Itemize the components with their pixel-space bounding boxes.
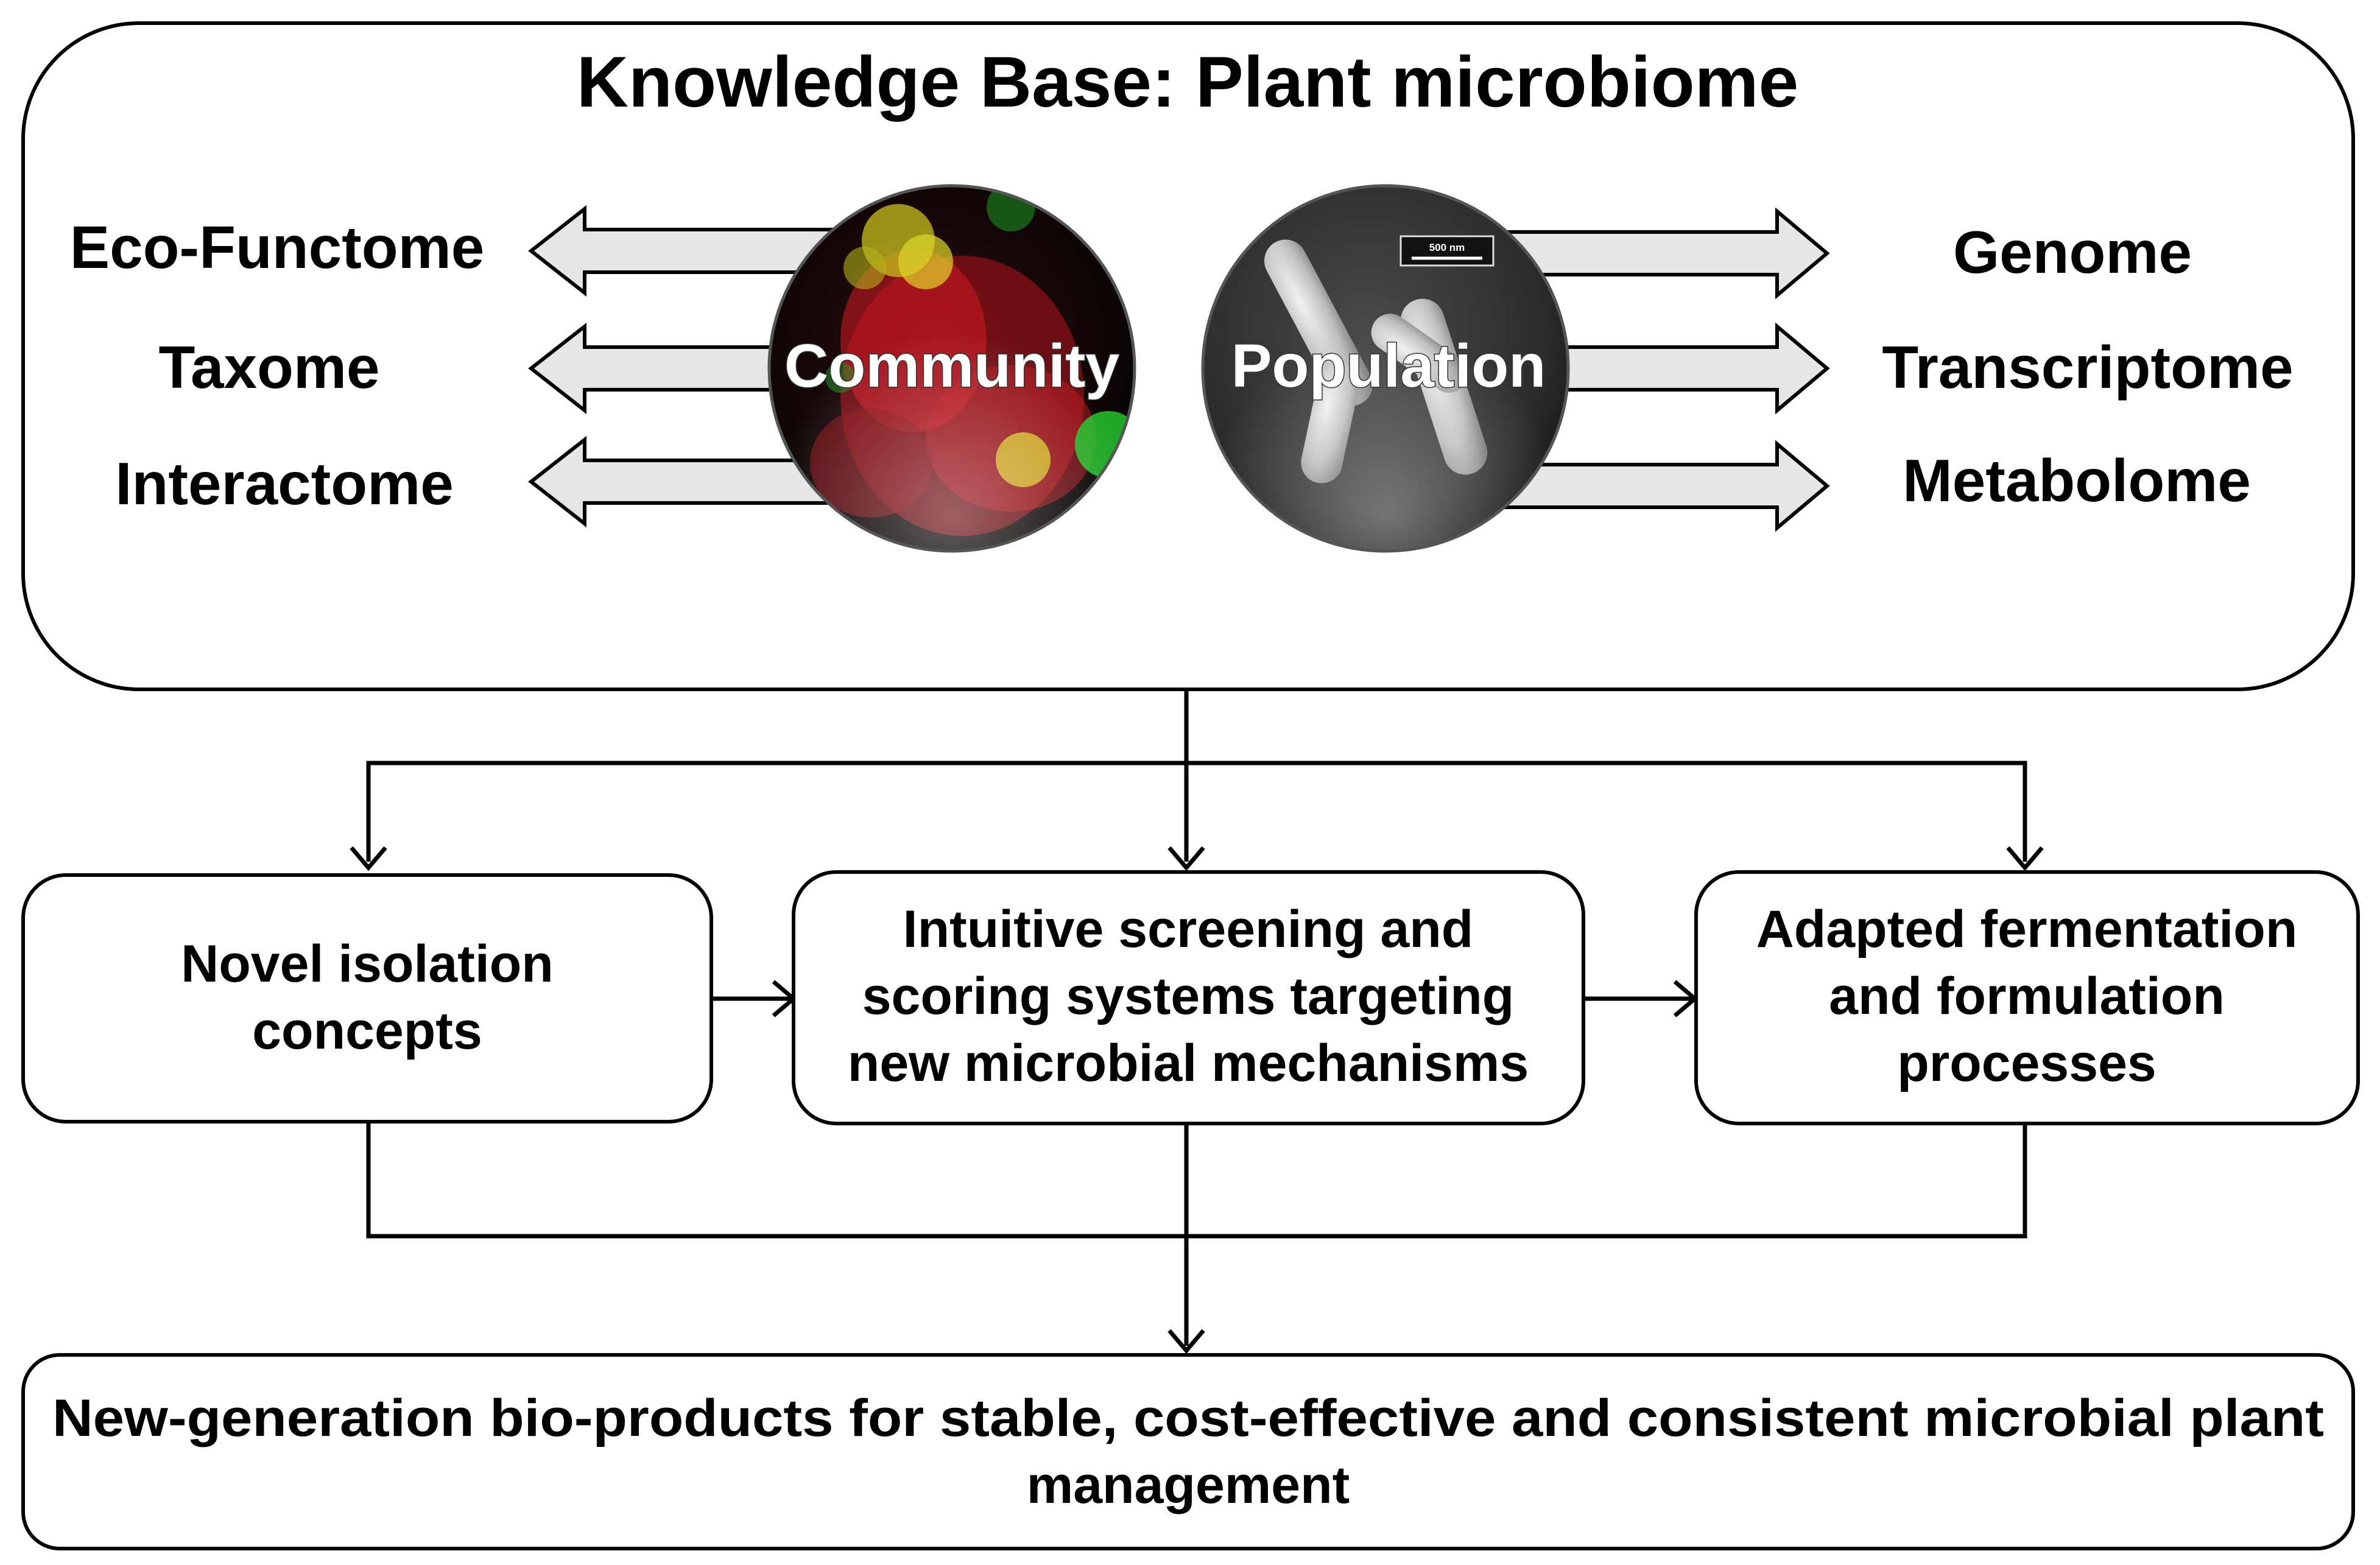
- scale-bar: 500 nm: [1399, 235, 1495, 267]
- label-genome: Genome: [1953, 219, 2192, 286]
- novel-isolation-line-1: Novel isolation: [181, 935, 554, 993]
- population-image: [1203, 186, 1568, 551]
- novel-isolation-line-2: concepts: [252, 1002, 482, 1060]
- community-image: [769, 186, 1135, 551]
- adapted-fermentation-line-1: Adapted fermentation: [1756, 900, 2298, 958]
- process-box-intuitive-screening: Intuitive screening and scoring systems …: [792, 870, 1585, 1125]
- intuitive-screening-line-3: new microbial mechanisms: [848, 1034, 1529, 1092]
- label-interactome: Interactome: [115, 450, 454, 517]
- community-image-rim: [767, 184, 1136, 553]
- intuitive-screening-line-1: Intuitive screening and: [903, 900, 1474, 958]
- metabolome-arrow: [1484, 440, 1830, 532]
- label-taxome: Taxome: [158, 334, 379, 401]
- connector-screening-to-fermentation: [1583, 980, 1699, 1018]
- knowledge-base-title: Knowledge Base: Plant microbiome: [577, 42, 1798, 122]
- connector-isolation-to-screening: [711, 980, 797, 1018]
- process-box-adapted-fermentation: Adapted fermentation and formulation pro…: [1694, 870, 2360, 1125]
- connector-processes-to-output: [366, 1122, 2027, 1354]
- adapted-fermentation-line-3: processes: [1897, 1034, 2156, 1092]
- population-label: Population: [1231, 332, 1546, 400]
- scale-bar-label: 500 nm: [1429, 242, 1465, 253]
- label-eco-functome: Eco-Functome: [70, 214, 485, 281]
- output-box-bio-products: New-generation bio-products for stable, …: [21, 1353, 2355, 1550]
- knowledge-base-frame: [21, 21, 2355, 691]
- population-image-rim: [1201, 184, 1570, 553]
- connector-knowledge-to-processes: [350, 691, 2044, 871]
- output-line-1: New-generation bio-products for stable, …: [52, 1389, 2324, 1447]
- label-metabolome: Metabolome: [1903, 447, 2251, 514]
- process-box-novel-isolation: Novel isolation concepts: [21, 873, 713, 1124]
- interactome-arrow: [528, 435, 854, 528]
- adapted-fermentation-line-2: and formulation: [1829, 967, 2225, 1025]
- intuitive-screening-line-2: scoring systems targeting: [862, 967, 1515, 1025]
- output-line-2: management: [1027, 1456, 1350, 1514]
- community-label: Community: [784, 332, 1119, 400]
- label-transcriptome: Transcriptome: [1882, 334, 2293, 401]
